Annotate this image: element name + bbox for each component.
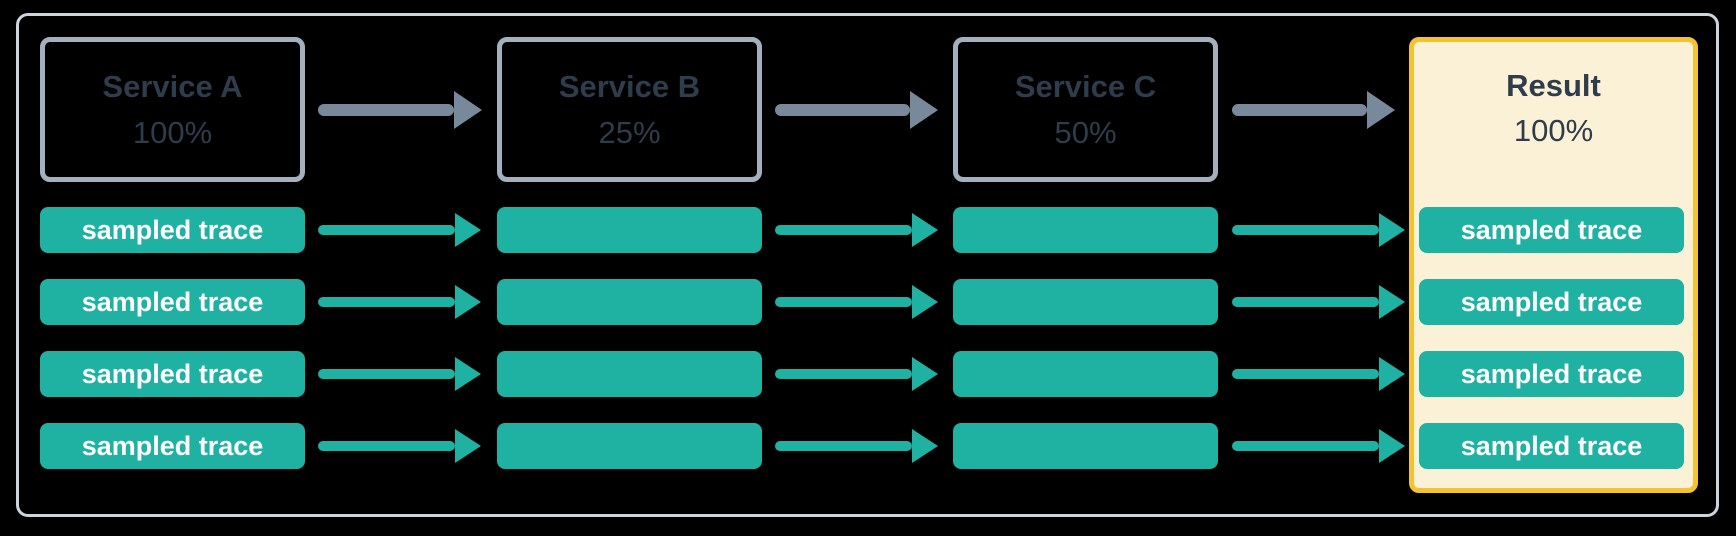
service-c-box: Service C 50% (953, 37, 1218, 182)
arrow-shaft (318, 104, 454, 116)
service-flow-arrow-icon (775, 91, 938, 129)
sampled-trace-bar: sampled trace (40, 279, 305, 325)
arrow-shaft (1232, 297, 1379, 307)
trace-bar (497, 279, 762, 325)
service-c-label: Service C (1014, 69, 1157, 105)
service-a-rate: 100% (132, 114, 213, 150)
service-b-label: Service B (558, 69, 701, 105)
trace-flow-arrow-icon (1232, 429, 1405, 463)
sampled-trace-bar: sampled trace (1419, 207, 1684, 253)
arrow-shaft (775, 225, 912, 235)
arrow-shaft (1232, 104, 1367, 116)
service-flow-arrow-icon (318, 91, 482, 129)
arrow-shaft (318, 297, 455, 307)
trace-flow-arrow-icon (318, 285, 481, 319)
arrow-head (455, 285, 481, 319)
sampled-trace-bar: sampled trace (40, 351, 305, 397)
arrow-shaft (318, 441, 455, 451)
trace-flow-arrow-icon (775, 285, 938, 319)
diagram-frame (16, 13, 1719, 517)
trace-flow-arrow-icon (775, 213, 938, 247)
trace-flow-arrow-icon (318, 213, 481, 247)
arrow-shaft (775, 441, 912, 451)
arrow-shaft (775, 104, 910, 116)
arrow-shaft (775, 369, 912, 379)
arrow-head (455, 213, 481, 247)
arrow-head (1379, 285, 1405, 319)
service-flow-arrow-icon (1232, 91, 1395, 129)
trace-bar (497, 207, 762, 253)
service-c-rate: 50% (1054, 114, 1117, 150)
arrow-head (1379, 213, 1405, 247)
sampled-trace-bar: sampled trace (1419, 423, 1684, 469)
arrow-head (912, 285, 938, 319)
arrow-shaft (1232, 369, 1379, 379)
trace-bar (953, 207, 1218, 253)
arrow-head (455, 429, 481, 463)
arrow-shaft (318, 225, 455, 235)
trace-flow-arrow-icon (1232, 285, 1405, 319)
trace-flow-arrow-icon (1232, 357, 1405, 391)
trace-flow-arrow-icon (775, 357, 938, 391)
result-label: Result (1506, 68, 1601, 103)
arrow-shaft (775, 297, 912, 307)
service-b-box: Service B 25% (497, 37, 762, 182)
arrow-head (1379, 357, 1405, 391)
trace-bar (953, 279, 1218, 325)
trace-bar (953, 423, 1218, 469)
arrow-shaft (1232, 225, 1379, 235)
trace-flow-arrow-icon (1232, 213, 1405, 247)
arrow-head (910, 91, 938, 129)
arrow-shaft (1232, 441, 1379, 451)
trace-flow-arrow-icon (318, 429, 481, 463)
sampled-trace-bar: sampled trace (40, 423, 305, 469)
arrow-shaft (318, 369, 455, 379)
result-rate: 100% (1513, 113, 1594, 149)
result-box: Result 100% sampled trace sampled trace … (1409, 37, 1698, 493)
arrow-head (912, 357, 938, 391)
trace-bar (497, 423, 762, 469)
arrow-head (1367, 91, 1395, 129)
trace-bar (953, 351, 1218, 397)
sampled-trace-bar: sampled trace (1419, 279, 1684, 325)
sampled-trace-bar: sampled trace (1419, 351, 1684, 397)
result-title: Result 100% (1414, 67, 1693, 149)
service-a-label: Service A (102, 69, 243, 105)
service-a-box: Service A 100% (40, 37, 305, 182)
service-b-rate: 25% (598, 114, 661, 150)
sampled-trace-bar: sampled trace (40, 207, 305, 253)
trace-bar (497, 351, 762, 397)
arrow-head (1379, 429, 1405, 463)
trace-flow-arrow-icon (775, 429, 938, 463)
arrow-head (454, 91, 482, 129)
arrow-head (912, 213, 938, 247)
trace-flow-arrow-icon (318, 357, 481, 391)
arrow-head (455, 357, 481, 391)
arrow-head (912, 429, 938, 463)
